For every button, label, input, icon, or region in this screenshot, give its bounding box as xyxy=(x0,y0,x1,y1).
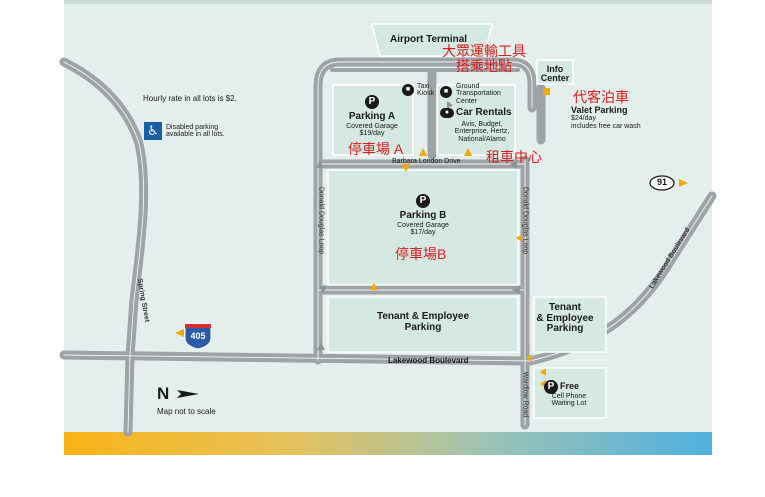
car-rentals-companies: Avis, Budget, Enterprise, Hertz, Nationa… xyxy=(454,121,510,143)
parking-b-info: Parking B Covered Garage $17/day xyxy=(397,210,449,236)
annotation-valet: 代客泊車 xyxy=(573,89,629,105)
taxi-icon: ■ xyxy=(402,84,414,96)
wardlow-road-label: Wardlow Road xyxy=(521,371,529,418)
car-rentals-lot xyxy=(436,84,516,156)
taxi-kiosk-label: Taxi Kiosk xyxy=(417,83,435,98)
i-405-shield-icon xyxy=(184,323,212,350)
tenant-employee-lot-right xyxy=(533,296,607,353)
bus-icon: ■ xyxy=(440,86,452,98)
parking-a-icon: P xyxy=(365,95,379,109)
tenant-employee-parking-label: Tenant & Employee Parking xyxy=(376,311,470,333)
ca-91-shield-icon xyxy=(649,175,675,191)
ca-91-shield-number: 91 xyxy=(656,177,667,187)
annotation-parking-b: 停車場B xyxy=(395,246,447,262)
info-center-building xyxy=(536,59,574,85)
cell-phone-lot-icon: P xyxy=(544,380,558,394)
tenant-employee-parking-right-label: Tenant & Employee Parking xyxy=(536,302,594,334)
tenant-employee-lot xyxy=(327,296,519,353)
hourly-rate-note: Hourly rate in all lots is $2. xyxy=(143,94,237,103)
annotation-parking-a: 停車場 A xyxy=(348,141,404,157)
parking-b-icon: P xyxy=(416,194,430,208)
valet-parking-info: Valet Parking $24/day includes free car … xyxy=(571,105,641,130)
barbara-london-drive-label: Barbara London Drive xyxy=(392,158,461,165)
parking-a-info: Parking A Covered Garage $19/day xyxy=(346,111,398,137)
car-rentals-title: Car Rentals xyxy=(456,107,512,118)
cell-phone-lot xyxy=(533,367,607,419)
annotation-public-transport: 大眾運輸工具 搭乘地點 xyxy=(442,43,526,74)
north-arrow-icon xyxy=(177,390,199,398)
lakewood-boulevard-label: Lakewood Boulevard xyxy=(388,356,469,365)
cell-phone-lot-label: Cell Phone Waiting Lot xyxy=(551,393,587,408)
car-key-icon: ● xyxy=(440,108,454,118)
direction-arrows xyxy=(316,101,520,350)
terminal-building xyxy=(371,23,493,57)
disabled-parking-icon: ♿ xyxy=(144,122,162,140)
airport-terminal-label: Airport Terminal xyxy=(390,34,468,45)
disabled-parking-note: Disabled parking available in all lots. xyxy=(166,124,225,139)
i-405-shield-number: 405 xyxy=(190,331,206,341)
north-label: N xyxy=(157,384,170,403)
cell-phone-lot-free: Free xyxy=(560,381,580,391)
bottom-color-band xyxy=(64,432,712,455)
map-scale-note: Map not to scale xyxy=(157,407,216,416)
donald-douglas-loop-right-label: Donald Douglas Loop xyxy=(521,186,529,255)
parking-b-lot xyxy=(327,169,519,286)
ground-transportation-label: Ground Transportation Center xyxy=(456,83,501,105)
annotation-car-rental: 租車中心 xyxy=(486,149,542,165)
donald-douglas-loop-left-label: Donald Douglas Loop xyxy=(317,186,325,255)
info-center-label: Info Center xyxy=(540,64,570,84)
